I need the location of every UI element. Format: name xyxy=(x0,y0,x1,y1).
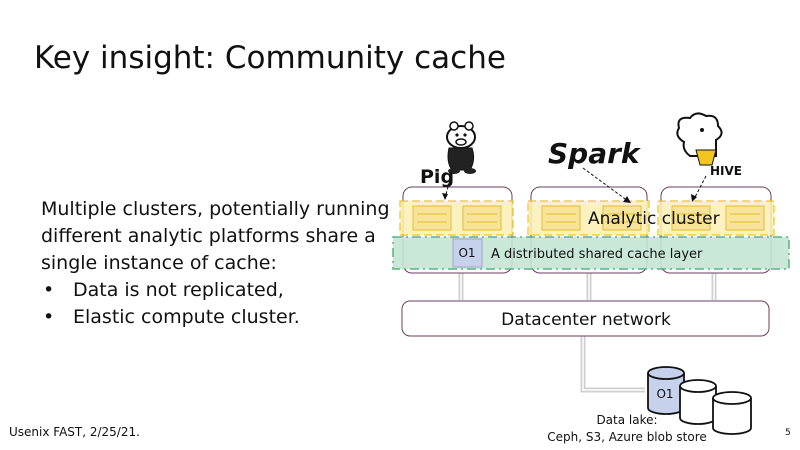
footer-text: Usenix FAST, 2/25/21. xyxy=(9,425,140,439)
bullet-item-1: • Data is not replicated, xyxy=(41,277,390,304)
spark-pointer-arrow xyxy=(582,167,629,202)
body-text: Multiple clusters, potentially running d… xyxy=(41,196,390,331)
spark-logo-text: Spark xyxy=(548,137,642,170)
bullet-icon: • xyxy=(43,279,55,301)
server-blocks xyxy=(412,205,765,231)
datacenter-network-box xyxy=(401,300,770,337)
body-line-3: single instance of cache: xyxy=(41,252,277,274)
bullet-text-2: Elastic compute cluster. xyxy=(73,306,300,328)
cache-layer-label: A distributed shared cache layer xyxy=(491,247,703,262)
server-block-lines xyxy=(417,213,760,223)
datacenter-network-label: Datacenter network xyxy=(501,310,671,330)
hive-pointer-arrow xyxy=(693,175,707,200)
cache-object-label: O1 xyxy=(458,246,475,260)
page-number: 5 xyxy=(785,428,791,438)
analytic-cluster-label: Analytic cluster xyxy=(588,209,720,229)
pig-pointer-arrow xyxy=(444,171,453,199)
hive-arrow-head xyxy=(691,194,697,202)
network-lake-connector xyxy=(580,336,645,393)
pig-logo-icon: Pig xyxy=(420,121,476,188)
bullet-icon: • xyxy=(43,306,55,328)
data-lake-storage-icon xyxy=(647,366,752,435)
pig-logo-text: Pig xyxy=(420,166,454,188)
body-line-2: different analytic platforms share a xyxy=(41,225,376,247)
bullet-item-2: • Elastic compute cluster. xyxy=(41,304,390,331)
data-lake-stores-label: Ceph, S3, Azure blob store xyxy=(547,430,707,444)
body-line-1: Multiple clusters, potentially running xyxy=(41,198,390,220)
pig-arrow-head xyxy=(442,193,448,200)
hive-logo-icon: HIVE xyxy=(676,112,742,178)
slide-title: Key insight: Community cache xyxy=(34,40,506,76)
cluster-network-connectors xyxy=(458,272,717,300)
hive-logo-text: HIVE xyxy=(710,164,742,178)
network-lake-connector-inner xyxy=(582,336,645,391)
lake-object-label: O1 xyxy=(656,387,673,401)
bullet-text-1: Data is not replicated, xyxy=(73,279,284,301)
cluster-network-connector-inner xyxy=(460,272,715,300)
data-lake-label: Data lake: xyxy=(596,413,657,427)
spark-arrow-head xyxy=(623,196,631,203)
cache-object-o1 xyxy=(452,238,483,268)
